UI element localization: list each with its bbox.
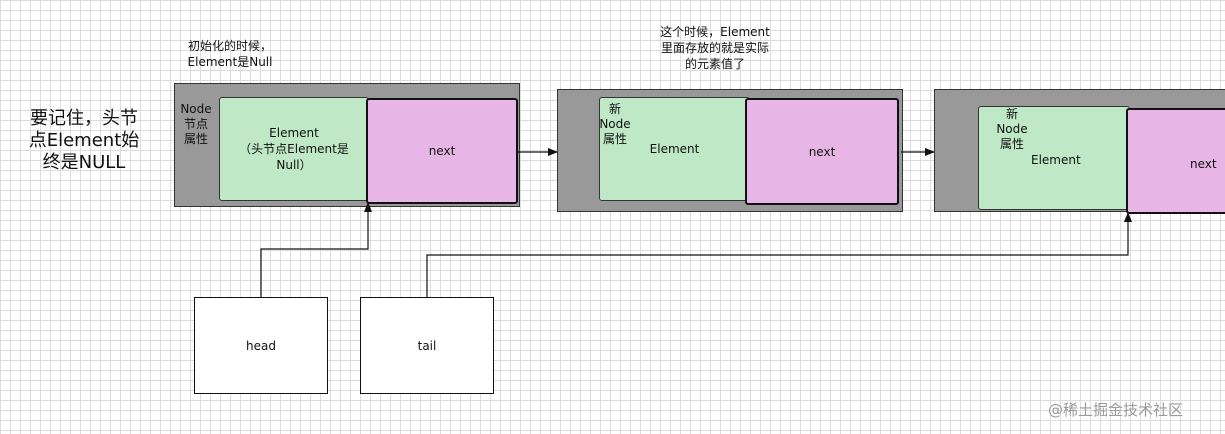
node-label: Node 节点 属性 <box>180 102 212 146</box>
next-cell: next <box>745 98 899 205</box>
head-node: Node 节点 属性 Element （头节点Element是 Null） ne… <box>174 83 520 207</box>
next-cell: next <box>1126 108 1225 214</box>
node-3: Element 新 Node 属性 next <box>934 89 1225 214</box>
head-pointer-arrow <box>260 202 372 297</box>
element-cell: Element <box>978 106 1130 210</box>
node-label: 新 Node 属性 <box>599 102 631 146</box>
element-value-note: 这个时候，Element 里面存放的就是实际 的元素值了 <box>660 25 770 71</box>
init-note: 初始化的时候， Element是Null <box>187 39 273 69</box>
element-label: Element <box>649 142 700 156</box>
next-cell: next <box>366 98 518 204</box>
head-pointer: head <box>194 297 328 394</box>
element-cell: Element （头节点Element是 Null） <box>219 97 369 201</box>
element-label: Element <box>1031 153 1081 167</box>
element-cell: Element <box>599 97 750 201</box>
side-note: 要记住，头节 点Element始 终是NULL <box>28 108 140 173</box>
next-label: next <box>1190 157 1217 171</box>
tail-pointer-arrow <box>426 212 1132 297</box>
node-label: 新 Node 属性 <box>996 107 1028 151</box>
tail-pointer: tail <box>360 297 494 394</box>
watermark: @稀土掘金技术社区 <box>1048 401 1184 419</box>
node-2: Element 新 Node 属性 next <box>557 89 903 212</box>
